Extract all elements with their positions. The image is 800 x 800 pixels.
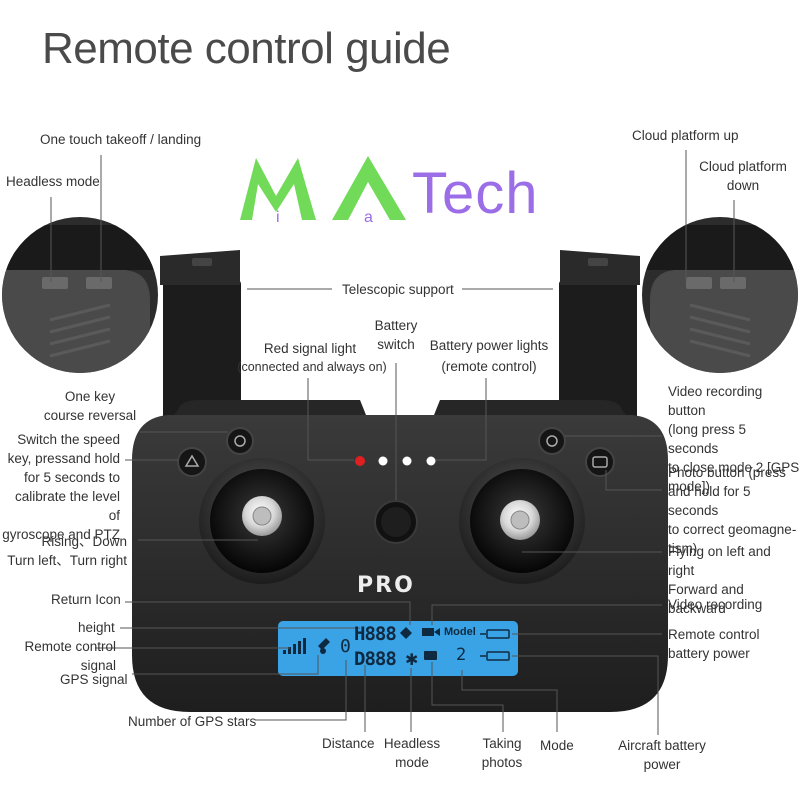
battery-led-3	[426, 456, 436, 466]
label-photo-button: Photo button (press and hold for 5 secon…	[668, 465, 797, 556]
label-speed-key: Switch the speed key, pressand hold for …	[2, 432, 120, 542]
red-signal-led	[355, 456, 365, 466]
label-cloud-up: Cloud platform up	[632, 128, 739, 143]
left-shoulder-inset	[2, 217, 158, 373]
headless-icon: ✱	[405, 650, 418, 669]
label-video-recording: Video recording	[668, 597, 763, 612]
photo-button[interactable]	[585, 447, 615, 477]
video-camera-icon	[422, 628, 440, 636]
left-joystick[interactable]	[199, 458, 325, 584]
label-rc-battery: Remote control battery power	[668, 627, 760, 661]
page-title: Remote control guide	[42, 24, 451, 73]
label-mode: Mode	[540, 738, 574, 753]
label-headless-mode-top: Headless mode	[6, 174, 100, 189]
label-course-reversal: One key course reversal	[43, 389, 137, 423]
gps-satellite-icon	[318, 638, 330, 654]
svg-text:i: i	[276, 209, 280, 226]
leader-lines	[50, 150, 735, 735]
label-rising: Rising、Down Turn left、Turn right	[7, 534, 127, 568]
label-red-light: Red signal light	[263, 341, 357, 356]
lcd-height-readout: H888	[354, 623, 397, 645]
battery-switch[interactable]	[374, 500, 418, 544]
lcd-model-label: Model	[444, 626, 476, 638]
battery-led-1	[378, 456, 388, 466]
right-antenna	[559, 250, 640, 430]
label-battery-lights-sub: (remote control)	[441, 359, 537, 374]
label-telescopic: Telescopic support	[342, 282, 454, 297]
battery-led-2	[402, 456, 412, 466]
label-taking-photos: Taking photos	[481, 736, 523, 770]
aircraft-battery-icon	[480, 651, 510, 661]
label-gps-signal: GPS signal	[60, 672, 128, 687]
lcd-mode-value: 2	[456, 645, 467, 665]
label-battery-switch: Battery switch	[374, 318, 418, 352]
video-recording-button[interactable]	[538, 427, 566, 455]
label-video-button: Video recording button (long press 5 sec…	[668, 384, 800, 494]
label-distance: Distance	[322, 736, 375, 751]
lcd-distance-readout: D888	[354, 648, 397, 670]
label-red-light-sub: (connected and always on)	[237, 360, 387, 374]
mia-tech-logo: i a Tech	[236, 148, 616, 228]
label-return-icon: Return Icon	[51, 592, 121, 607]
speed-switch-button[interactable]	[177, 447, 207, 477]
label-flying: Flying on left and right Forward and bac…	[668, 544, 771, 616]
left-antenna	[160, 250, 241, 430]
label-rc-signal: Remote control signal	[24, 639, 116, 673]
lcd-gps-count: 0	[340, 636, 351, 657]
logo-word: Tech	[412, 161, 539, 226]
rc-signal-bars-icon	[283, 638, 306, 654]
label-height: height	[78, 620, 115, 635]
label-cloud-down: Cloud platform down	[699, 159, 787, 193]
pro-badge: PRO	[357, 573, 415, 598]
course-reversal-button[interactable]	[226, 427, 254, 455]
label-headless: Headless mode	[383, 736, 441, 770]
right-shoulder-inset	[642, 217, 798, 373]
label-battery-lights: Battery power lights	[429, 338, 549, 353]
label-aircraft-battery: Aircraft battery power	[618, 738, 706, 772]
return-home-icon	[400, 627, 412, 639]
photo-camera-icon	[424, 651, 437, 660]
rc-battery-icon	[480, 629, 510, 639]
svg-text:a: a	[364, 209, 373, 226]
right-joystick[interactable]	[459, 458, 585, 584]
lcd-screen: ✱	[278, 621, 518, 676]
label-one-touch: One touch takeoff / landing	[40, 132, 202, 147]
label-gps-stars: Number of GPS stars	[128, 714, 257, 729]
